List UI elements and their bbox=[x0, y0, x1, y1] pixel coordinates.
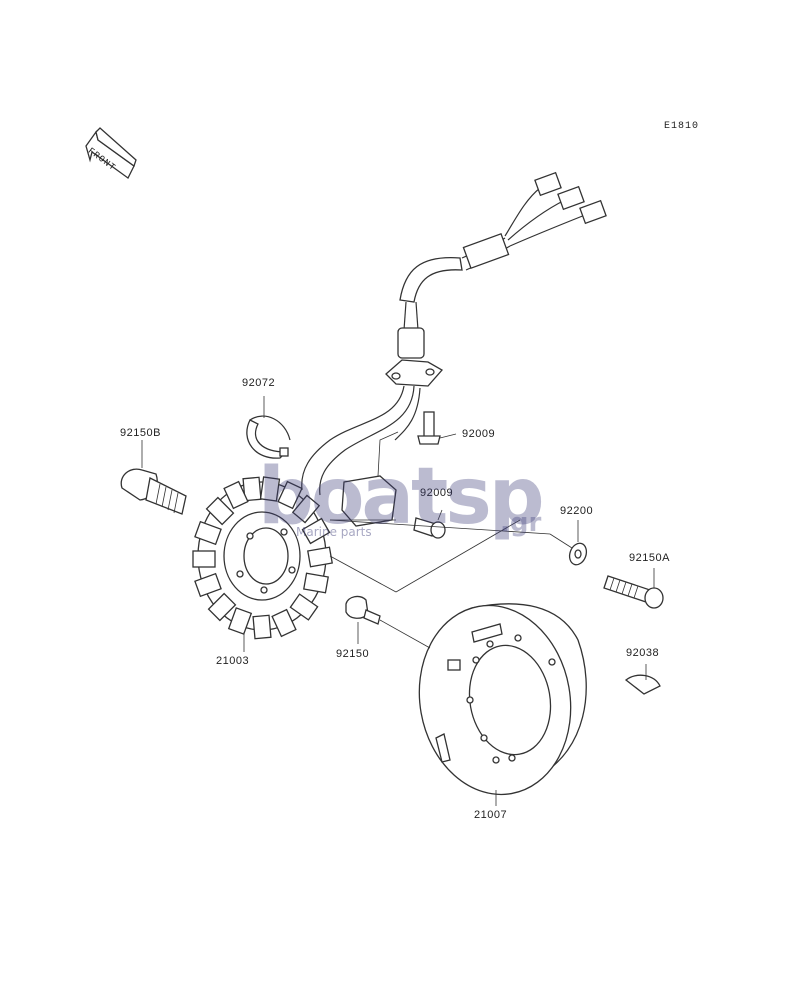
part-21007-flywheel bbox=[418, 603, 587, 796]
label-92009-lower: 92009 bbox=[420, 487, 454, 499]
label-92038: 92038 bbox=[626, 647, 660, 659]
label-92200: 92200 bbox=[560, 505, 594, 517]
label-92072: 92072 bbox=[242, 377, 276, 389]
label-92150a: 92150A bbox=[629, 552, 670, 564]
diagram-code: E1810 bbox=[664, 121, 700, 132]
label-92009-upper: 92009 bbox=[462, 428, 496, 440]
part-92009a-bolt bbox=[417, 411, 441, 445]
leader-lines bbox=[141, 396, 655, 806]
wire-harness bbox=[301, 171, 607, 527]
part-21003-stator bbox=[192, 476, 333, 640]
watermark-main: boatsp bbox=[258, 452, 545, 542]
label-21003: 21003 bbox=[216, 655, 250, 667]
watermark-suffix: .gr bbox=[500, 508, 542, 538]
label-21007: 21007 bbox=[474, 809, 508, 821]
part-92038-key bbox=[624, 674, 661, 695]
part-92009b-bolt bbox=[413, 517, 446, 539]
label-92150: 92150 bbox=[336, 648, 370, 660]
front-arrow-icon bbox=[85, 127, 137, 179]
part-92200-washer bbox=[568, 542, 588, 566]
label-92150b: 92150B bbox=[120, 427, 161, 439]
part-92150b-bolt bbox=[120, 468, 187, 515]
part-92150-bolt bbox=[345, 595, 381, 625]
part-92072-clamp bbox=[246, 415, 291, 459]
part-92150a-bolt bbox=[603, 575, 664, 609]
watermark-sub: Marine parts bbox=[296, 525, 372, 539]
